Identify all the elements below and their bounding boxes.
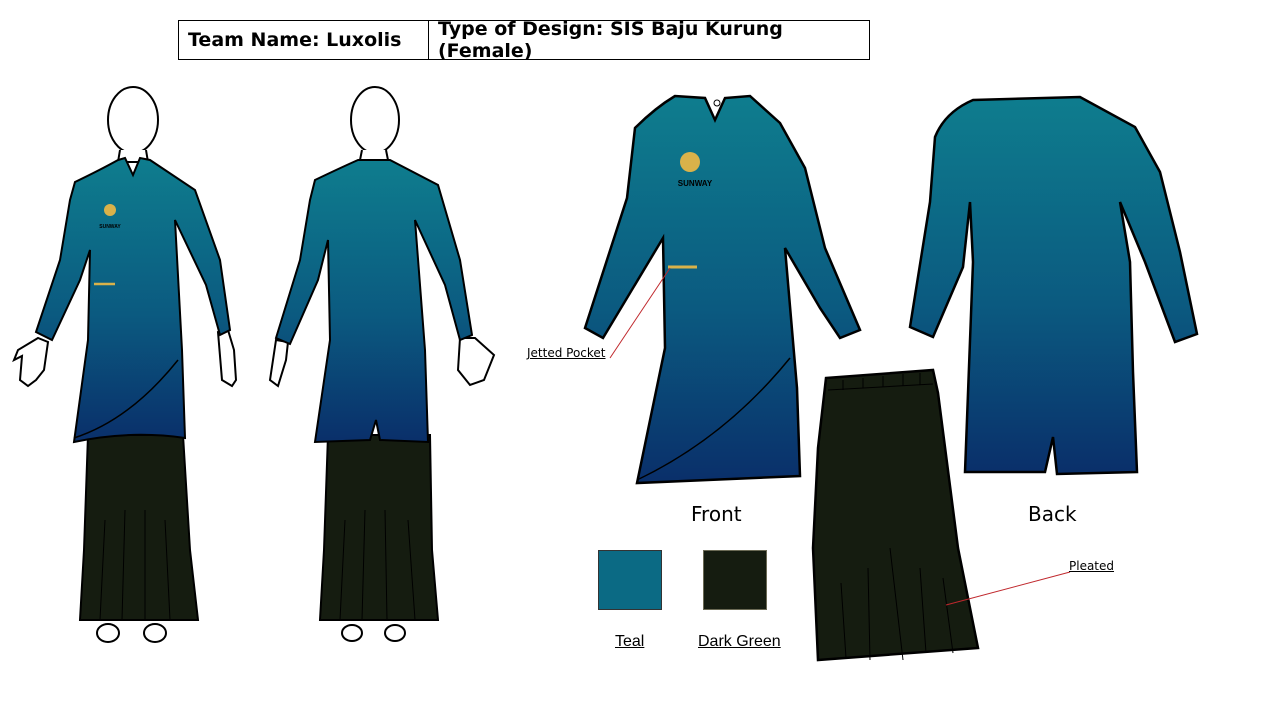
header-table: Team Name: Luxolis Type of Design: SIS B… xyxy=(178,18,870,62)
sunway-logo: SUNWAY xyxy=(99,204,121,230)
model-front-figure: SUNWAY xyxy=(12,86,238,643)
svg-text:SUNWAY: SUNWAY xyxy=(678,179,713,188)
svg-text:SUNWAY: SUNWAY xyxy=(99,224,121,230)
jetted-pocket-leader xyxy=(609,267,671,359)
skirt-flat-drawing xyxy=(811,368,980,662)
dark-green-swatch-label: Dark Green xyxy=(698,633,781,650)
back-view-label: Back xyxy=(1028,502,1077,526)
jetted-pocket-label: Jetted Pocket xyxy=(527,346,606,360)
pleated-label: Pleated xyxy=(1069,559,1115,573)
model-back-figure xyxy=(268,86,496,642)
design-type: Type of Design: SIS Baju Kurung (Female) xyxy=(438,18,783,62)
teal-swatch-label: Teal xyxy=(615,633,645,650)
baju-top-shape xyxy=(34,156,232,444)
back-flat-drawing xyxy=(908,95,1199,476)
teal-swatch xyxy=(598,550,662,610)
baju-top-back-shape xyxy=(274,159,474,444)
sunway-logo-large: SUNWAY xyxy=(678,152,713,188)
dark-green-swatch xyxy=(703,550,767,610)
front-flat-drawing: SUNWAY xyxy=(583,94,862,485)
front-view-label: Front xyxy=(691,502,742,526)
team-name: Team Name: Luxolis xyxy=(179,21,429,59)
pleated-leader xyxy=(945,571,1071,606)
